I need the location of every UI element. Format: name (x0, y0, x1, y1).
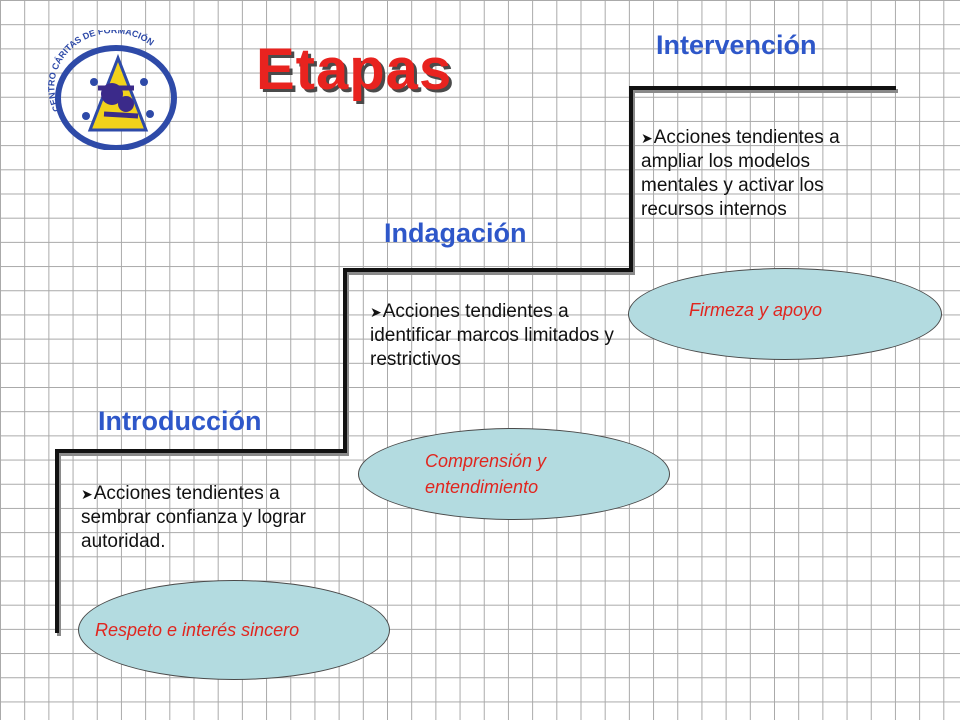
quality-text: Firmeza y apoyo (689, 300, 823, 320)
description-text: Acciones tendientes a ampliar los modelo… (641, 127, 840, 220)
stage-title-introduccion: Introducción (98, 406, 262, 436)
quality-text: Respeto e interés sincero (95, 620, 300, 640)
description-text: Acciones tendientes a sembrar confianza … (81, 483, 306, 552)
quality-oval-indagacion: Comprensión y entendimiento (358, 428, 670, 520)
caritas-logo: CENTRO CÁRITAS DE FORMACIÓN (46, 30, 177, 150)
stage-title-indagacion: Indagación (384, 218, 527, 248)
arrow-bullet-icon: ➤ (370, 304, 382, 320)
description-text: Acciones tendientes a identificar marcos… (370, 301, 614, 370)
stage-description-indagacion: ➤Acciones tendientes a identificar marco… (370, 300, 620, 372)
quality-oval-intervencion: Firmeza y apoyo (628, 268, 942, 360)
arrow-bullet-icon: ➤ (641, 130, 653, 146)
stage-title-intervencion: Intervención (656, 30, 817, 60)
quality-oval-introduccion: Respeto e interés sincero (78, 580, 390, 680)
page-title: Etapas (256, 37, 453, 102)
quality-text: Comprensión y entendimiento (425, 451, 547, 497)
stage-description-intervencion: ➤Acciones tendientes a ampliar los model… (641, 126, 881, 222)
arrow-bullet-icon: ➤ (81, 486, 93, 502)
stage-description-introduccion: ➤Acciones tendientes a sembrar confianza… (81, 482, 331, 554)
